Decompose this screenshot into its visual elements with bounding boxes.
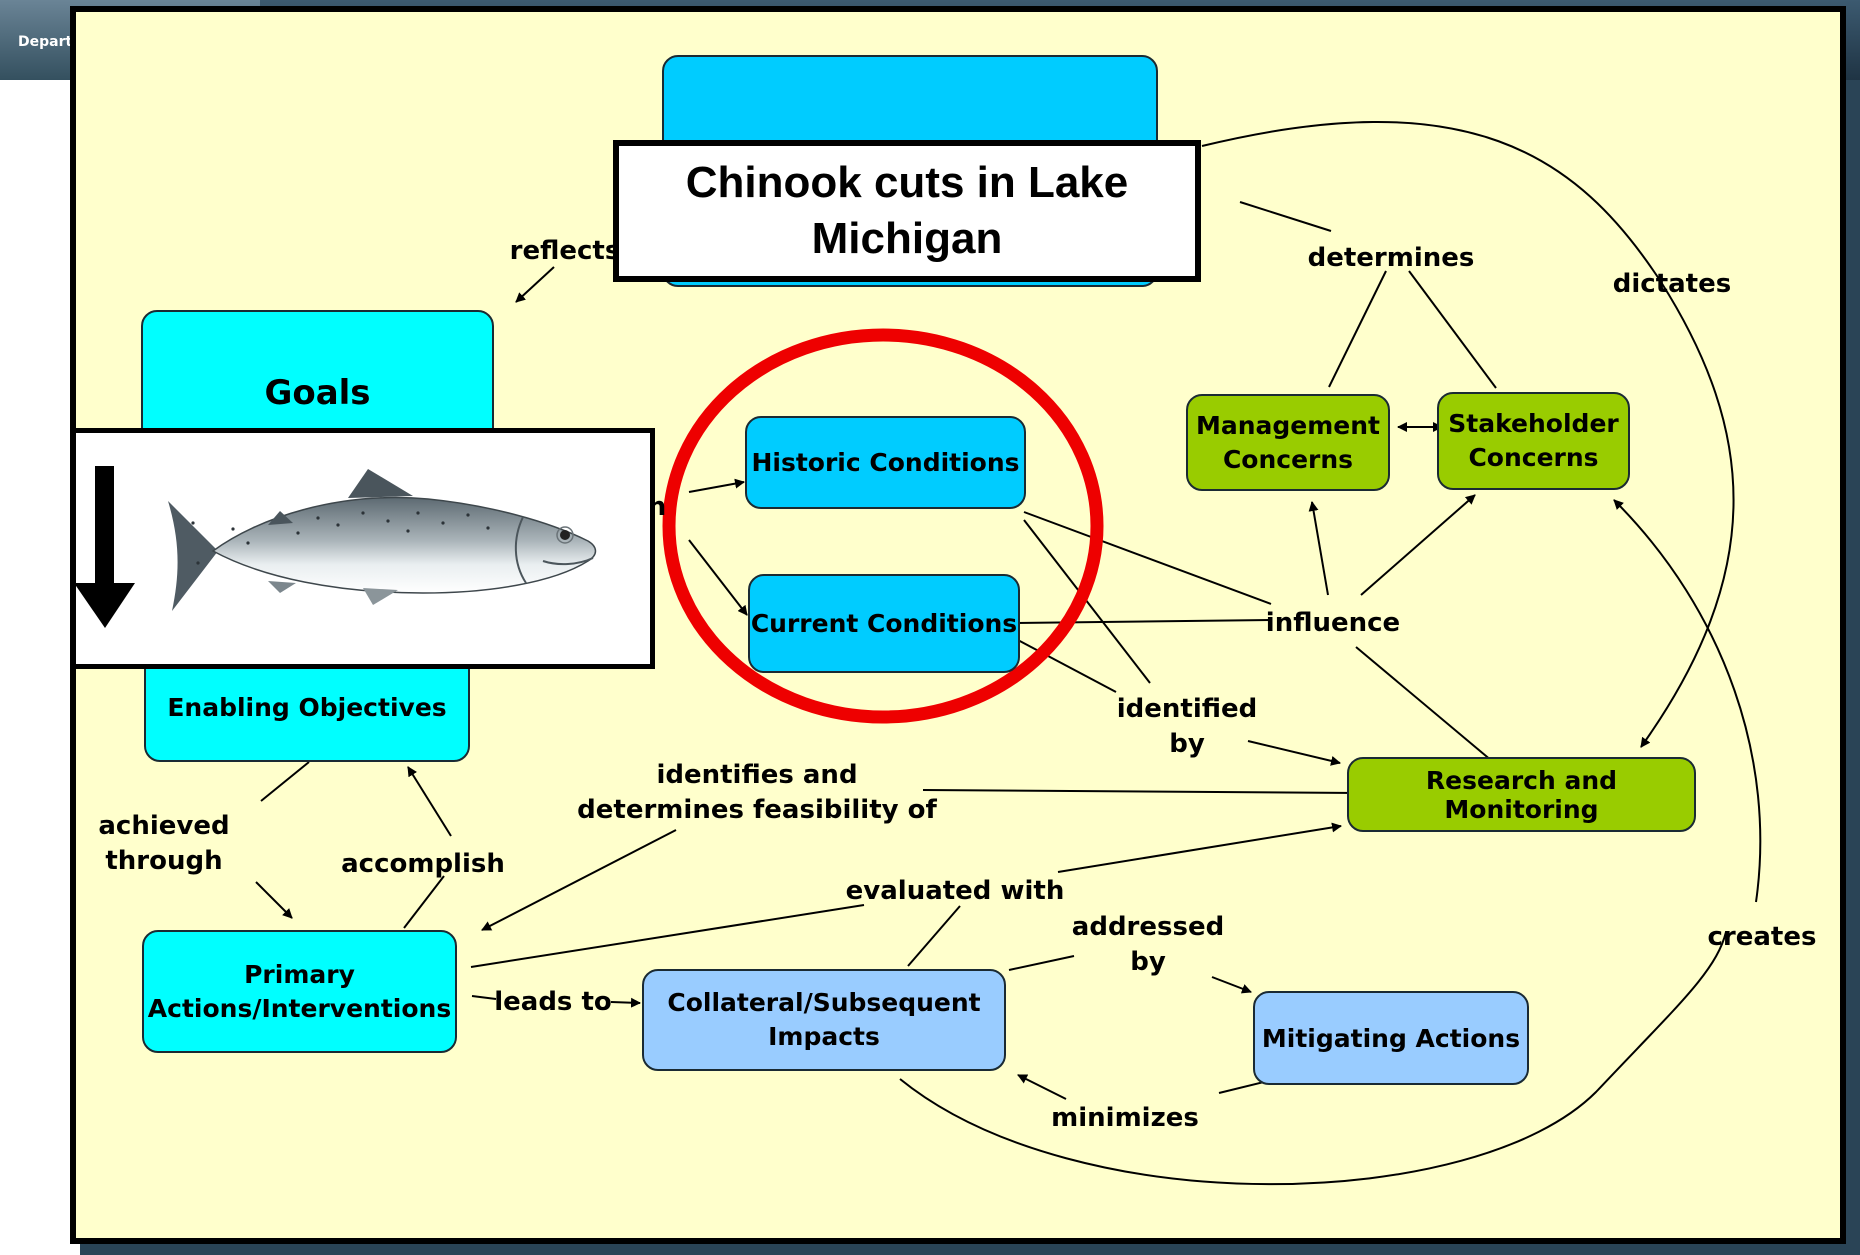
research-feasibility-line [922, 789, 1359, 794]
research-monitoring-node[interactable]: Research and Monitoring [1347, 757, 1696, 832]
influence-label: influence [1265, 608, 1401, 638]
leads-to-arrow [610, 997, 641, 1008]
title-box: Chinook cuts in Lake Michigan [613, 140, 1201, 282]
current-identified-line [1015, 638, 1117, 693]
influence-to-stakeholder-arrow [1360, 494, 1476, 596]
minimizes-label: minimizes [1051, 1103, 1199, 1133]
actions-accomplish-line [403, 875, 445, 929]
leads-to-label: leads to [494, 987, 612, 1017]
to-current-arrow [688, 539, 748, 616]
stakeholder-concerns-node[interactable]: Stakeholder Concerns [1437, 392, 1630, 490]
highlight-circle [662, 328, 1104, 724]
goals-label: Goals [264, 372, 371, 413]
salmon-illustration [168, 469, 597, 611]
background-left-panel [0, 80, 80, 1255]
primary-actions-label: Primary Actions/Interventions [147, 959, 452, 1023]
chinook-salmon-image [76, 466, 597, 628]
mitigating-actions-node[interactable]: Mitigating Actions [1253, 991, 1529, 1085]
management-concerns-node[interactable]: Management Concerns [1186, 394, 1390, 491]
historic-conditions-node[interactable]: Historic Conditions [745, 416, 1026, 509]
achieved-through-label: achieved through [98, 811, 230, 876]
collateral-impacts-node[interactable]: Collateral/Subsequent Impacts [642, 969, 1006, 1071]
minimizes-arrow [1017, 1074, 1067, 1100]
stakeholder-concerns-label: Stakeholder Concerns [1448, 409, 1619, 472]
historic-identified-line [1023, 519, 1151, 684]
evaluated-with-label: evaluated with [845, 876, 1065, 906]
connector-lines [255, 120, 1762, 1186]
accomplish-label: accomplish [341, 849, 505, 879]
research-monitoring-label: Research and Monitoring [1425, 765, 1618, 824]
reflects-arrow [515, 266, 555, 303]
evaluated-to-research-arrow [1057, 822, 1342, 873]
enabling-objectives-label: Enabling Objectives [167, 692, 447, 722]
determines-to-stakeholder-line [1408, 270, 1497, 389]
historic-influence-line [1023, 511, 1272, 605]
achieved-through-arrow [255, 881, 293, 919]
determines-label: determines [1307, 243, 1475, 273]
influence-to-management-arrow [1308, 501, 1329, 596]
identified-by-arrow [1247, 740, 1341, 766]
dictates-arrow [1201, 120, 1735, 748]
creates-label: creates [1707, 922, 1817, 952]
objectives-achieved-line [260, 761, 310, 802]
fish-overlay [76, 428, 655, 669]
historic-conditions-label: Historic Conditions [751, 448, 1020, 477]
leads-to-line [471, 995, 497, 1000]
to-historic-arrow [688, 478, 745, 493]
current-influence-line [1015, 619, 1272, 624]
concept-map-slide: Goals Enabling Objectives Historic Condi… [70, 6, 1846, 1244]
dictates-label: dictates [1612, 269, 1732, 299]
creates-lower-line [899, 931, 1727, 1186]
management-concerns-label: Management Concerns [1195, 410, 1381, 474]
addressed-by-line [1008, 955, 1075, 971]
collateral-impacts-label: Collateral/Subsequent Impacts [667, 988, 981, 1051]
impacts-evaluated-line [907, 905, 961, 967]
actions-evaluated-line [470, 904, 865, 968]
addressed-by-arrow [1211, 976, 1252, 994]
research-influence-line [1355, 646, 1493, 762]
primary-actions-node[interactable]: Primary Actions/Interventions [142, 930, 457, 1053]
current-conditions-label: Current Conditions [750, 609, 1018, 638]
creates-arrow [1613, 499, 1762, 903]
addressed-by-label: addressed by [1071, 912, 1225, 977]
current-conditions-node[interactable]: Current Conditions [748, 574, 1020, 673]
reflects-label: reflects [509, 236, 621, 266]
title-text: Chinook cuts in Lake Michigan [685, 158, 1129, 263]
down-arrow-icon [76, 466, 135, 628]
determines-to-management-line [1328, 270, 1387, 388]
accomplish-arrow [407, 766, 452, 837]
mitigating-actions-label: Mitigating Actions [1261, 1023, 1521, 1053]
determines-line [1239, 201, 1332, 232]
identifies-feasibility-label: identifies and determines feasibility of [577, 760, 937, 825]
enabling-objectives-node[interactable]: Enabling Objectives [144, 652, 470, 762]
feasibility-to-actions-arrow [481, 829, 677, 931]
identified-by-label: identified by [1116, 694, 1258, 759]
background-header-text: Depart [18, 34, 73, 50]
